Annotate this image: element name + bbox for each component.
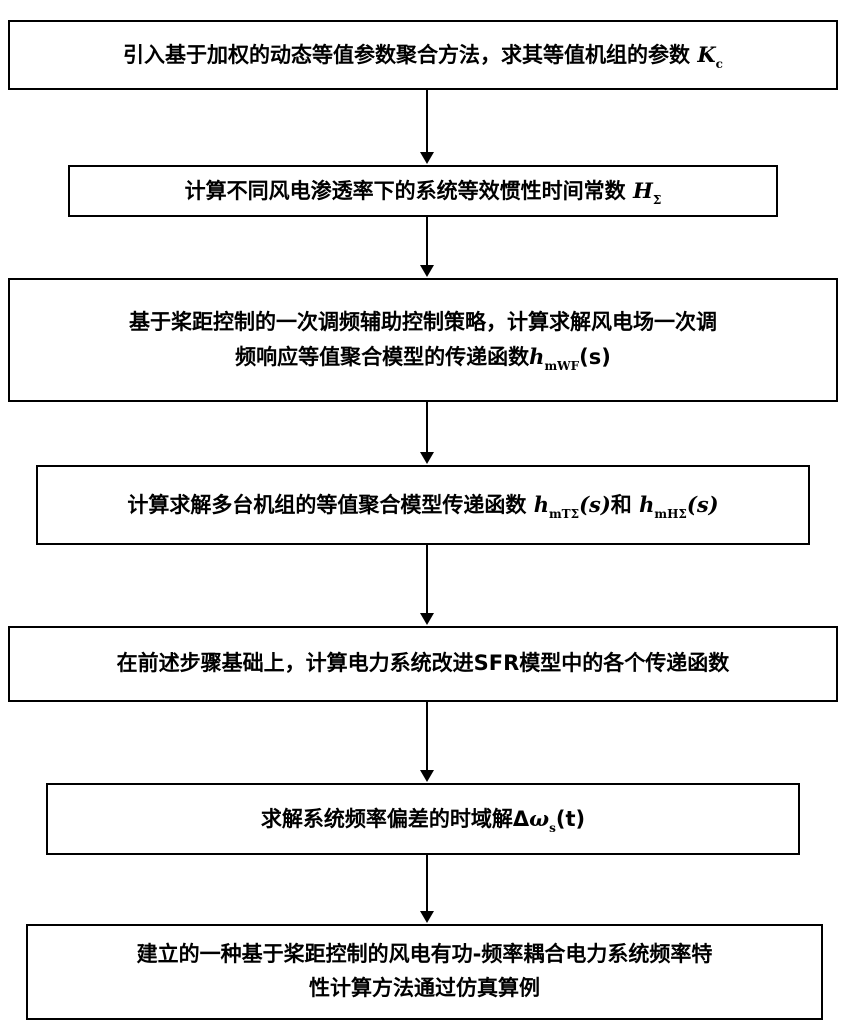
step-3-line-1: 基于桨距控制的一次调频辅助控制策略，计算求解风电场一次调 xyxy=(129,310,717,334)
step-6-symbol-sub: s xyxy=(549,821,556,835)
step-4-symbol-b-sub: mHΣ xyxy=(654,507,687,521)
arrow-4-5 xyxy=(426,545,428,615)
step-1-symbol: K xyxy=(697,42,715,67)
step-2-symbol-sub: Σ xyxy=(653,193,661,207)
step-4-symbol-b: h xyxy=(639,492,654,517)
step-1-text: 引入基于加权的动态等值参数聚合方法，求其等值机组的参数 xyxy=(123,43,690,67)
step-6-box: 求解系统频率偏差的时域解Δωs(t) xyxy=(46,783,800,855)
step-5-text: 在前述步骤基础上，计算电力系统改进SFR模型中的各个传递函数 xyxy=(117,651,730,675)
arrow-2-3 xyxy=(426,217,428,267)
step-3-box: 基于桨距控制的一次调频辅助控制策略，计算求解风电场一次调 频响应等值聚合模型的传… xyxy=(8,278,838,402)
arrow-3-4 xyxy=(426,402,428,454)
arrow-6-7 xyxy=(426,855,428,913)
step-2-box: 计算不同风电渗透率下的系统等效惯性时间常数 HΣ xyxy=(68,165,778,217)
arrow-1-2 xyxy=(426,90,428,154)
step-4-symbol-a-arg: (s) xyxy=(579,492,611,517)
step-3-symbol-arg: (s) xyxy=(579,345,611,369)
step-6-symbol: ω xyxy=(529,806,549,831)
step-4-text: 计算求解多台机组的等值聚合模型传递函数 xyxy=(127,493,526,517)
step-6-text: 求解系统频率偏差的时域解Δ xyxy=(261,807,529,831)
step-4-symbol-b-arg: (s) xyxy=(687,492,719,517)
step-2-symbol: H xyxy=(633,178,653,203)
step-4-conjunction: 和 xyxy=(611,493,632,517)
step-7-line-1: 建立的一种基于桨距控制的风电有功-频率耦合电力系统频率特 xyxy=(137,942,713,966)
step-7-line-2: 性计算方法通过仿真算例 xyxy=(309,976,540,1000)
step-1-box: 引入基于加权的动态等值参数聚合方法，求其等值机组的参数 Kc xyxy=(8,20,838,90)
arrow-5-6 xyxy=(426,702,428,772)
step-4-box: 计算求解多台机组的等值聚合模型传递函数 hmTΣ(s)和 hmHΣ(s) xyxy=(36,465,810,545)
step-7-box: 建立的一种基于桨距控制的风电有功-频率耦合电力系统频率特 性计算方法通过仿真算例 xyxy=(26,924,823,1020)
step-5-box: 在前述步骤基础上，计算电力系统改进SFR模型中的各个传递函数 xyxy=(8,626,838,702)
step-3-line-2: 频响应等值聚合模型的传递函数 xyxy=(235,345,529,369)
step-4-symbol-a: h xyxy=(534,492,549,517)
step-4-symbol-a-sub: mTΣ xyxy=(549,507,579,521)
step-1-symbol-sub: c xyxy=(716,57,723,71)
step-2-text: 计算不同风电渗透率下的系统等效惯性时间常数 xyxy=(185,179,626,203)
step-3-symbol: h xyxy=(529,344,544,369)
step-6-symbol-arg: (t) xyxy=(556,807,585,831)
step-3-symbol-sub: mWF xyxy=(544,359,579,373)
